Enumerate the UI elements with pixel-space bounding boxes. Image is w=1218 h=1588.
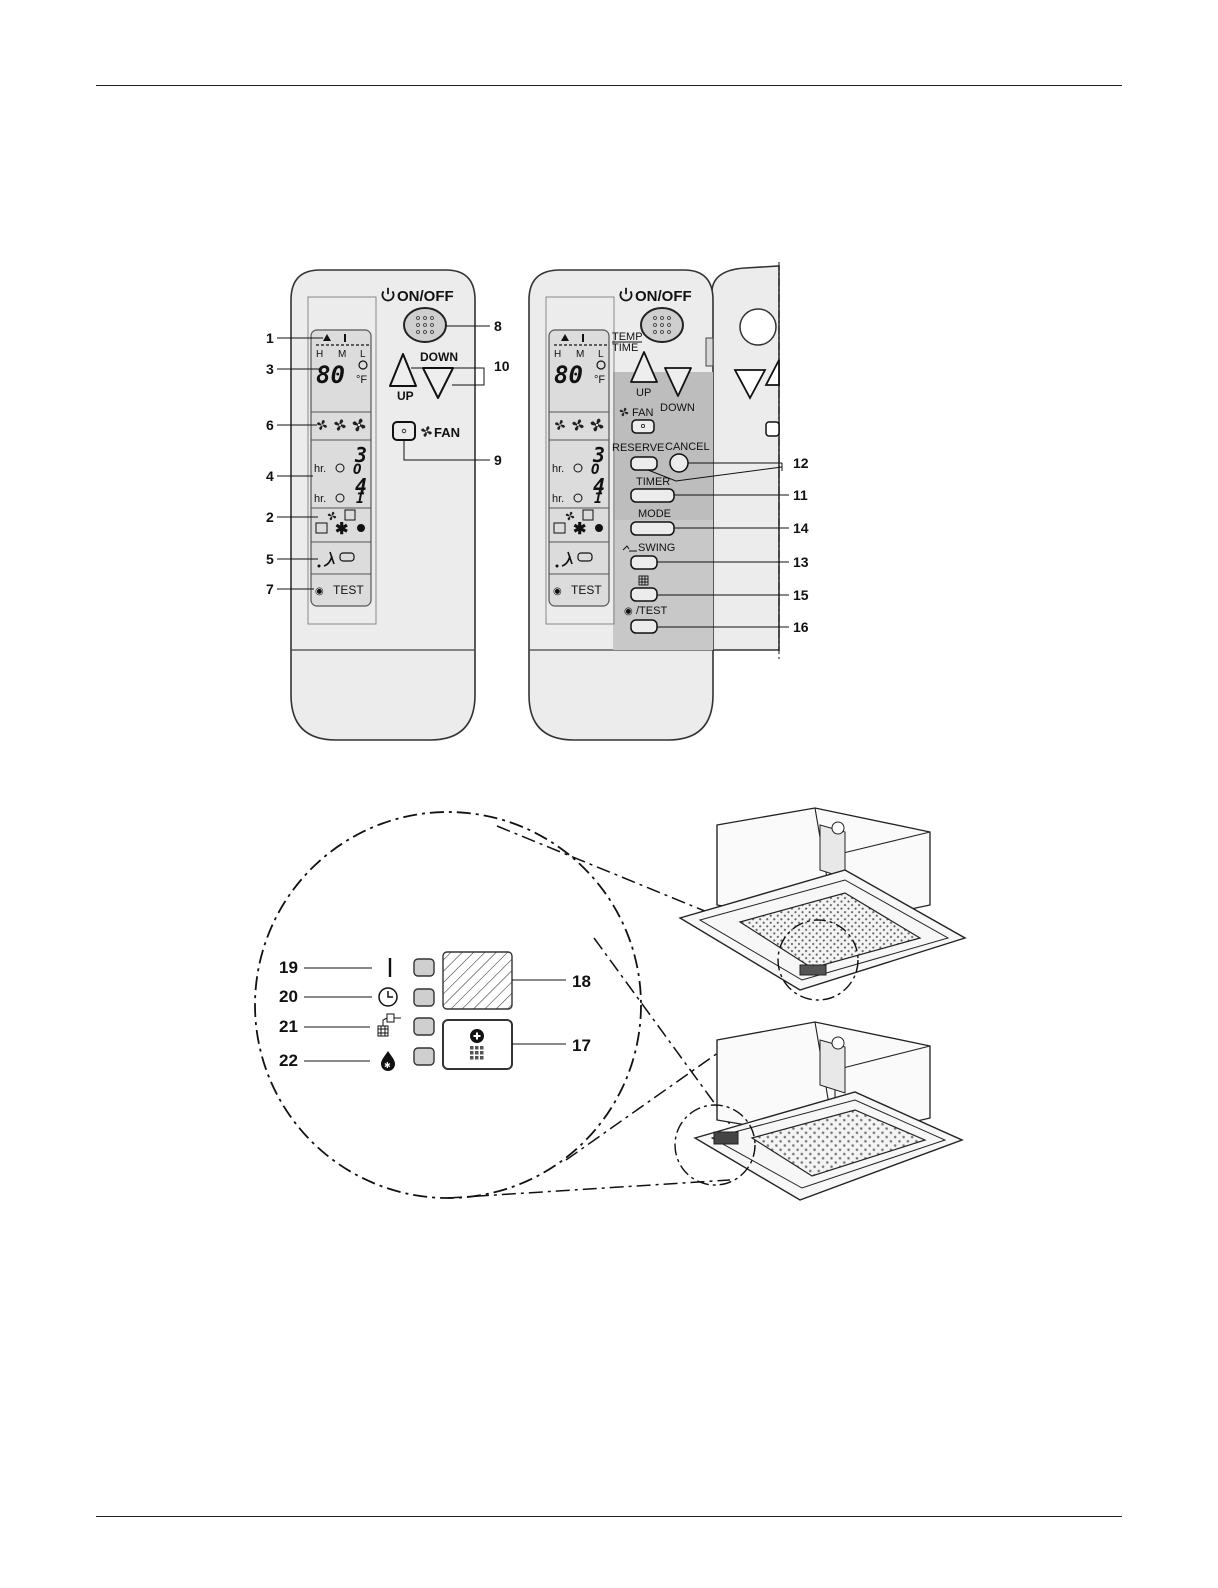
callout-8: 8 xyxy=(494,318,502,334)
swing-label: SWING xyxy=(638,542,675,554)
reserve-label: RESERVE xyxy=(612,442,664,454)
fan-button[interactable] xyxy=(632,420,654,433)
callout-1: 1 xyxy=(266,330,274,346)
lid-fan-hole xyxy=(766,422,779,436)
hr-label: hr. xyxy=(314,493,326,505)
timer-label: TIMER xyxy=(636,476,670,488)
fan-label: FAN xyxy=(434,425,460,440)
lcd-test-label: TEST xyxy=(333,583,364,597)
down-label: DOWN xyxy=(420,350,458,364)
callout-11: 11 xyxy=(793,487,808,503)
onoff-button[interactable] xyxy=(641,308,683,342)
cancel-button[interactable] xyxy=(670,454,688,472)
filter-sign-icon xyxy=(378,1014,401,1036)
cancel-label: CANCEL xyxy=(665,441,710,453)
speed-l: L xyxy=(598,349,604,360)
timer-button[interactable] xyxy=(631,489,674,502)
defrost-icon-mark: ✱ xyxy=(384,1061,391,1070)
callout-12: 12 xyxy=(793,455,809,471)
speed-h: H xyxy=(554,349,561,360)
up-label: UP xyxy=(636,387,651,399)
temp-display: 80 xyxy=(554,361,583,389)
speed-m: M xyxy=(576,349,584,360)
cassette-unit-top xyxy=(680,808,965,1000)
onoff-button[interactable] xyxy=(404,308,446,342)
unit-bottom-indicator xyxy=(714,1132,738,1144)
callout-14: 14 xyxy=(793,520,809,536)
remote-open: H M L 80 °F 3 hr. O 4 hr. I ✱ ◉ TEST ON/… xyxy=(529,262,809,740)
hr-label: hr. xyxy=(552,463,564,475)
timer-lamp xyxy=(414,989,434,1006)
swing-dot xyxy=(318,565,321,568)
swing-button[interactable] xyxy=(631,556,657,569)
mode-button[interactable] xyxy=(631,522,674,535)
speed-m: M xyxy=(338,349,346,360)
zoom-line xyxy=(566,1050,722,1160)
callout-10: 10 xyxy=(494,358,510,374)
mode-label: MODE xyxy=(638,508,671,520)
callout-9: 9 xyxy=(494,452,502,468)
speed-h: H xyxy=(316,349,323,360)
callout-2: 2 xyxy=(266,509,274,525)
callout-13: 13 xyxy=(793,554,809,570)
callout-5: 5 xyxy=(266,551,274,567)
mode-cool-icon: ✱ xyxy=(335,521,348,538)
fan-button[interactable] xyxy=(393,422,415,440)
up-label: UP xyxy=(397,389,414,403)
filter-sign-icon: ◉ xyxy=(315,586,324,597)
temp-unit: °F xyxy=(356,374,367,386)
time-label: TIME xyxy=(612,342,638,354)
temp-display: 80 xyxy=(316,361,345,389)
filter-lamp xyxy=(414,1018,434,1035)
hr-label: hr. xyxy=(552,493,564,505)
zoom-line xyxy=(448,1180,730,1198)
down-label: DOWN xyxy=(660,402,695,414)
unit-top-indicator xyxy=(800,965,826,975)
defrost-lamp xyxy=(414,1048,434,1065)
filter-sign-icon: ◉ xyxy=(553,586,562,597)
onoff-label: ON/OFF xyxy=(397,288,454,305)
callout-22: 22 xyxy=(279,1051,298,1070)
reserve-button[interactable] xyxy=(631,457,657,470)
callout-15: 15 xyxy=(793,587,809,603)
timer-digit-1: I xyxy=(356,491,365,507)
fan-label: FAN xyxy=(632,407,653,419)
callout-4: 4 xyxy=(266,468,274,484)
air-purifier-window xyxy=(443,1020,512,1069)
operation-lamp xyxy=(414,959,434,976)
cassette-unit-bottom xyxy=(675,1022,962,1200)
callout-20: 20 xyxy=(279,987,298,1006)
onoff-label: ON/OFF xyxy=(635,288,692,305)
inspection-icon: ◉ xyxy=(624,606,633,617)
hinge xyxy=(706,338,713,366)
remote-basic: H M L 80 °F 3 hr. O 4 hr. I ✱ ◉ TEST ON/… xyxy=(266,270,510,740)
swing-dot xyxy=(556,565,559,568)
timer-digit-1: I xyxy=(594,491,603,507)
ventilation-button[interactable] xyxy=(631,588,657,601)
grid-icon xyxy=(470,1046,484,1060)
callout-19: 19 xyxy=(279,958,298,977)
callout-7: 7 xyxy=(266,581,274,597)
hr-label: hr. xyxy=(314,463,326,475)
timer-icon-hands xyxy=(388,991,393,997)
callout-3: 3 xyxy=(266,361,274,377)
callout-16: 16 xyxy=(793,619,809,635)
callout-21: 21 xyxy=(279,1017,298,1036)
callout-17: 17 xyxy=(572,1036,591,1055)
mode-heat-icon xyxy=(357,524,365,532)
mode-cool-icon: ✱ xyxy=(573,521,586,538)
lcd-test-label: TEST xyxy=(571,583,602,597)
lid-onoff-hole xyxy=(740,309,776,345)
callout-18: 18 xyxy=(572,972,591,991)
temp-unit: °F xyxy=(594,374,605,386)
test-button[interactable] xyxy=(631,620,657,633)
callout-6: 6 xyxy=(266,417,274,433)
test-label: /TEST xyxy=(636,605,667,617)
speed-l: L xyxy=(360,349,366,360)
mode-heat-icon xyxy=(595,524,603,532)
signal-receiver xyxy=(443,952,512,1009)
